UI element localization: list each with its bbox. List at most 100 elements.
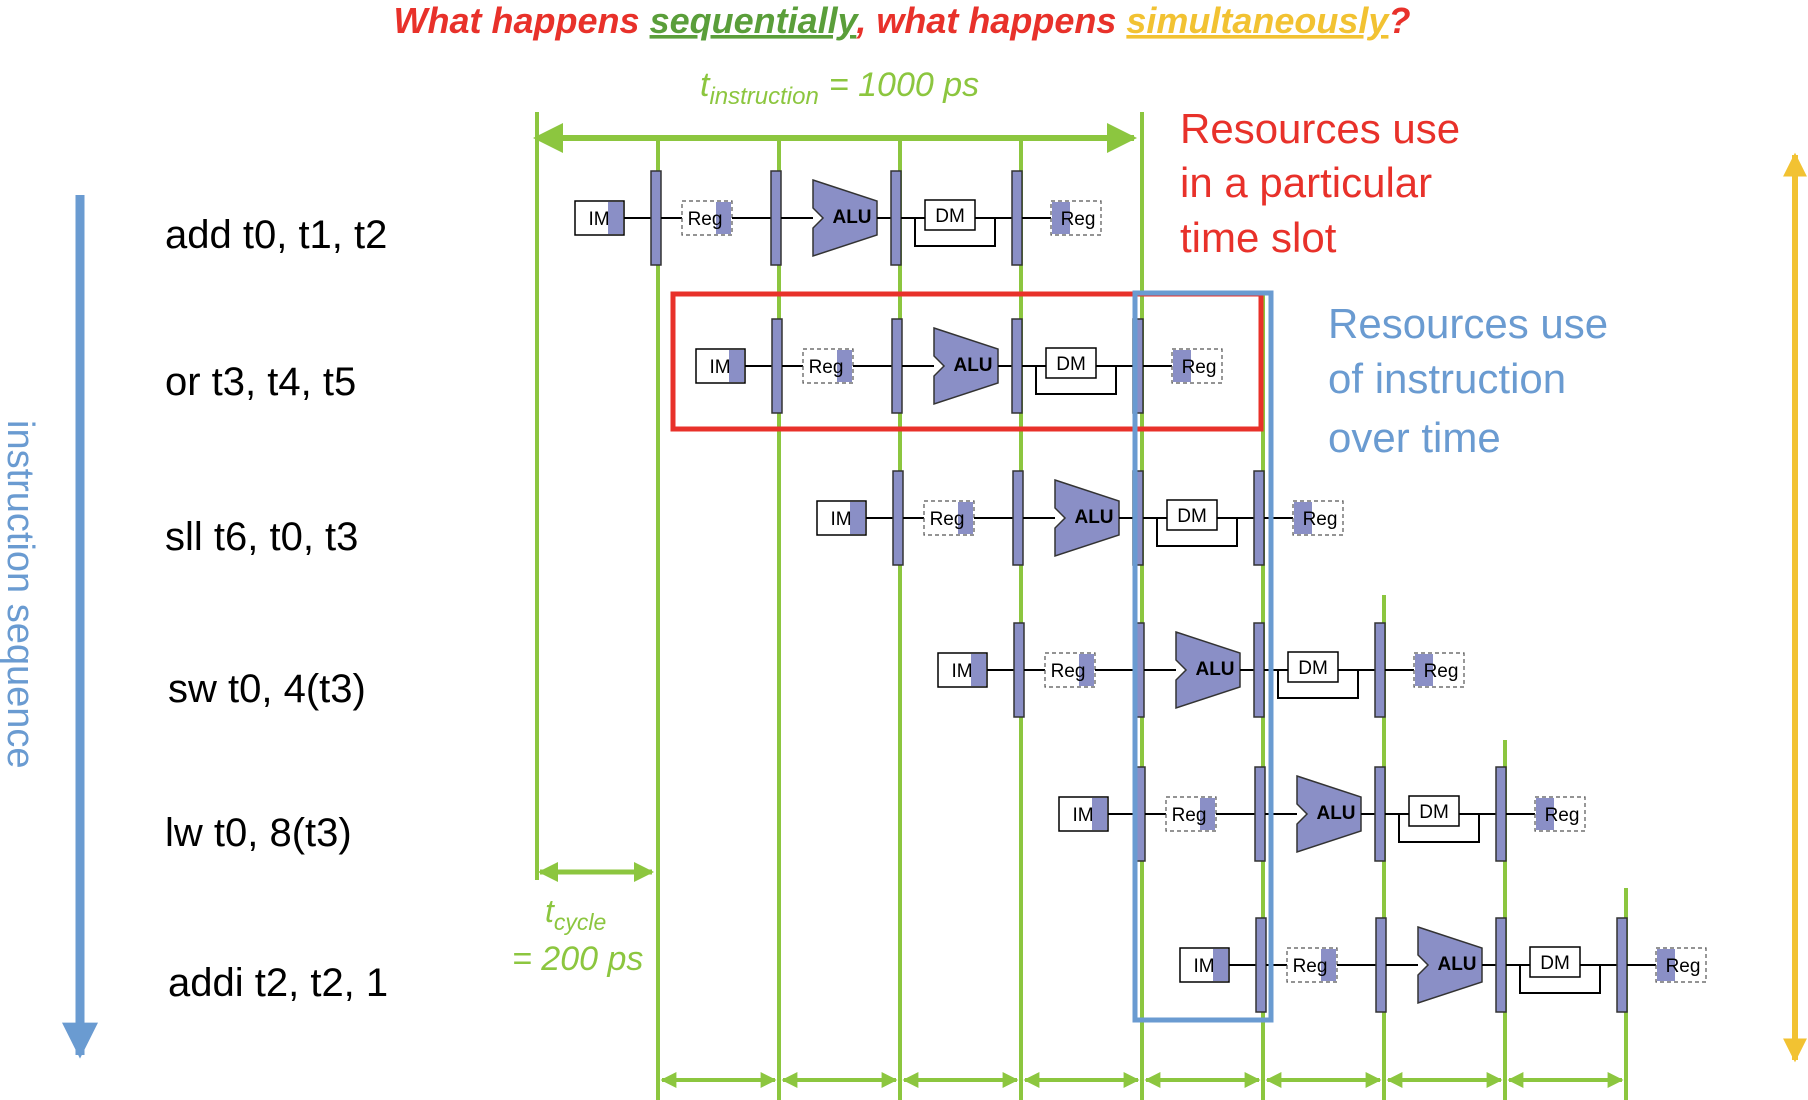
- pipeline-register: [1012, 470, 1024, 566]
- pipeline-register: [1495, 917, 1507, 1013]
- t-cycle-value: = 200 ps: [512, 940, 643, 978]
- reg-read-label: Reg: [1172, 805, 1207, 826]
- dm-label: DM: [1540, 953, 1570, 974]
- alu-shape: [1175, 630, 1241, 710]
- red-annotation-line3: time slot: [1180, 214, 1337, 261]
- reg-write-label: Reg: [1182, 357, 1217, 378]
- reg-write-label: Reg: [1303, 509, 1338, 530]
- dm-label: DM: [1298, 658, 1328, 679]
- im-shade: [729, 350, 744, 382]
- pipeline-register: [1255, 917, 1267, 1013]
- dm-box: [1529, 946, 1581, 978]
- im-shade: [1092, 798, 1107, 830]
- title-part3: ?: [1388, 0, 1410, 41]
- instruction-label: or t3, t4, t5: [165, 360, 356, 404]
- alu-label: ALU: [953, 355, 992, 376]
- instruction-label: lw t0, 8(t3): [165, 811, 352, 855]
- t-instruction-symbol: t: [700, 66, 711, 104]
- wire: [1277, 670, 1359, 699]
- pipeline-register: [770, 170, 782, 266]
- pipeline-register: [1253, 622, 1265, 718]
- blue-annotation-line3: over time: [1328, 414, 1501, 461]
- alu-shape: [1417, 925, 1483, 1005]
- page-title: What happens sequentially, what happens …: [394, 0, 1411, 41]
- pipeline-register: [1374, 766, 1386, 862]
- dm-box: [924, 199, 976, 231]
- red-annotation-line2: in a particular: [1180, 159, 1432, 206]
- im-shade: [971, 654, 986, 686]
- wire: [1398, 814, 1480, 843]
- pipeline-register: [1011, 170, 1023, 266]
- blue-annotation: Resources use of instruction over time: [1328, 300, 1620, 461]
- dm-label: DM: [1056, 354, 1086, 375]
- dm-box: [1166, 499, 1218, 531]
- instruction-label: addi t2, t2, 1: [168, 961, 388, 1005]
- pipeline-register: [891, 318, 903, 414]
- title-simultaneously: simultaneously: [1126, 0, 1390, 41]
- t-cycle-subscript: cycle: [554, 909, 606, 935]
- pipeline-register: [650, 170, 662, 266]
- im-shade: [1213, 949, 1228, 981]
- im-shade: [608, 202, 623, 234]
- alu-label: ALU: [1195, 659, 1234, 680]
- t-instruction-subscript: instruction: [709, 83, 818, 110]
- alu-shape: [1054, 478, 1120, 558]
- pipeline-register: [1495, 766, 1507, 862]
- im-label: IM: [951, 661, 972, 682]
- blue-annotation-line1: Resources use: [1328, 300, 1608, 347]
- wire: [1156, 518, 1238, 547]
- pipeline-register: [1253, 470, 1265, 566]
- reg-write-shade: [1415, 654, 1433, 686]
- pipeline-row: IM Reg ALU DM Reg: [937, 622, 1465, 718]
- alu-label: ALU: [1074, 507, 1113, 528]
- wire: [1519, 965, 1601, 994]
- reg-read-label: Reg: [930, 509, 965, 530]
- t-cycle-label: tcycle: [545, 893, 606, 935]
- im-label: IM: [830, 509, 851, 530]
- im-label: IM: [1072, 805, 1093, 826]
- dm-label: DM: [1419, 802, 1449, 823]
- wire: [1035, 366, 1117, 395]
- pipeline-register: [1013, 622, 1025, 718]
- pipeline-row: IM Reg ALU DM Reg: [695, 318, 1223, 414]
- pipeline-register: [890, 170, 902, 266]
- reg-read-label: Reg: [688, 209, 723, 230]
- reg-write-shade: [1294, 502, 1312, 534]
- reg-write-shade: [1657, 949, 1675, 981]
- reg-write-label: Reg: [1424, 661, 1459, 682]
- reg-read-label: Reg: [809, 357, 844, 378]
- reg-write-shade: [1173, 350, 1191, 382]
- reg-write-label: Reg: [1545, 805, 1580, 826]
- t-instruction-label: tinstruction = 1000 ps: [700, 66, 979, 110]
- pipeline-register: [1616, 917, 1628, 1013]
- reg-read-label: Reg: [1293, 956, 1328, 977]
- t-instruction-value: = 1000 ps: [829, 66, 979, 104]
- pipeline-register: [1374, 622, 1386, 718]
- pipeline-register: [1011, 318, 1023, 414]
- instruction-over-time-box: [1132, 290, 1274, 1023]
- dm-label: DM: [935, 206, 965, 227]
- reg-read-shade: [1321, 949, 1336, 981]
- reg-write-label: Reg: [1061, 209, 1096, 230]
- pipeline-register: [1375, 917, 1387, 1013]
- reg-read-label: Reg: [1051, 661, 1086, 682]
- pipeline-register: [1254, 766, 1266, 862]
- reg-read-shade: [1079, 654, 1094, 686]
- instruction-label: sll t6, t0, t3: [165, 515, 358, 559]
- im-label: IM: [1193, 956, 1214, 977]
- dm-box: [1408, 795, 1460, 827]
- instruction-label: add t0, t1, t2: [165, 213, 387, 257]
- instruction-labels: add t0, t1, t2 or t3, t4, t5 sll t6, t0, t…: [165, 213, 388, 1005]
- alu-shape: [812, 178, 878, 258]
- red-annotation: Resources use in a particular time slot: [1180, 105, 1472, 261]
- alu-shape: [1296, 774, 1362, 854]
- reg-write-shade: [1052, 202, 1070, 234]
- reg-write-shade: [1536, 798, 1554, 830]
- im-label: IM: [709, 357, 730, 378]
- instruction-label: sw t0, 4(t3): [168, 667, 366, 711]
